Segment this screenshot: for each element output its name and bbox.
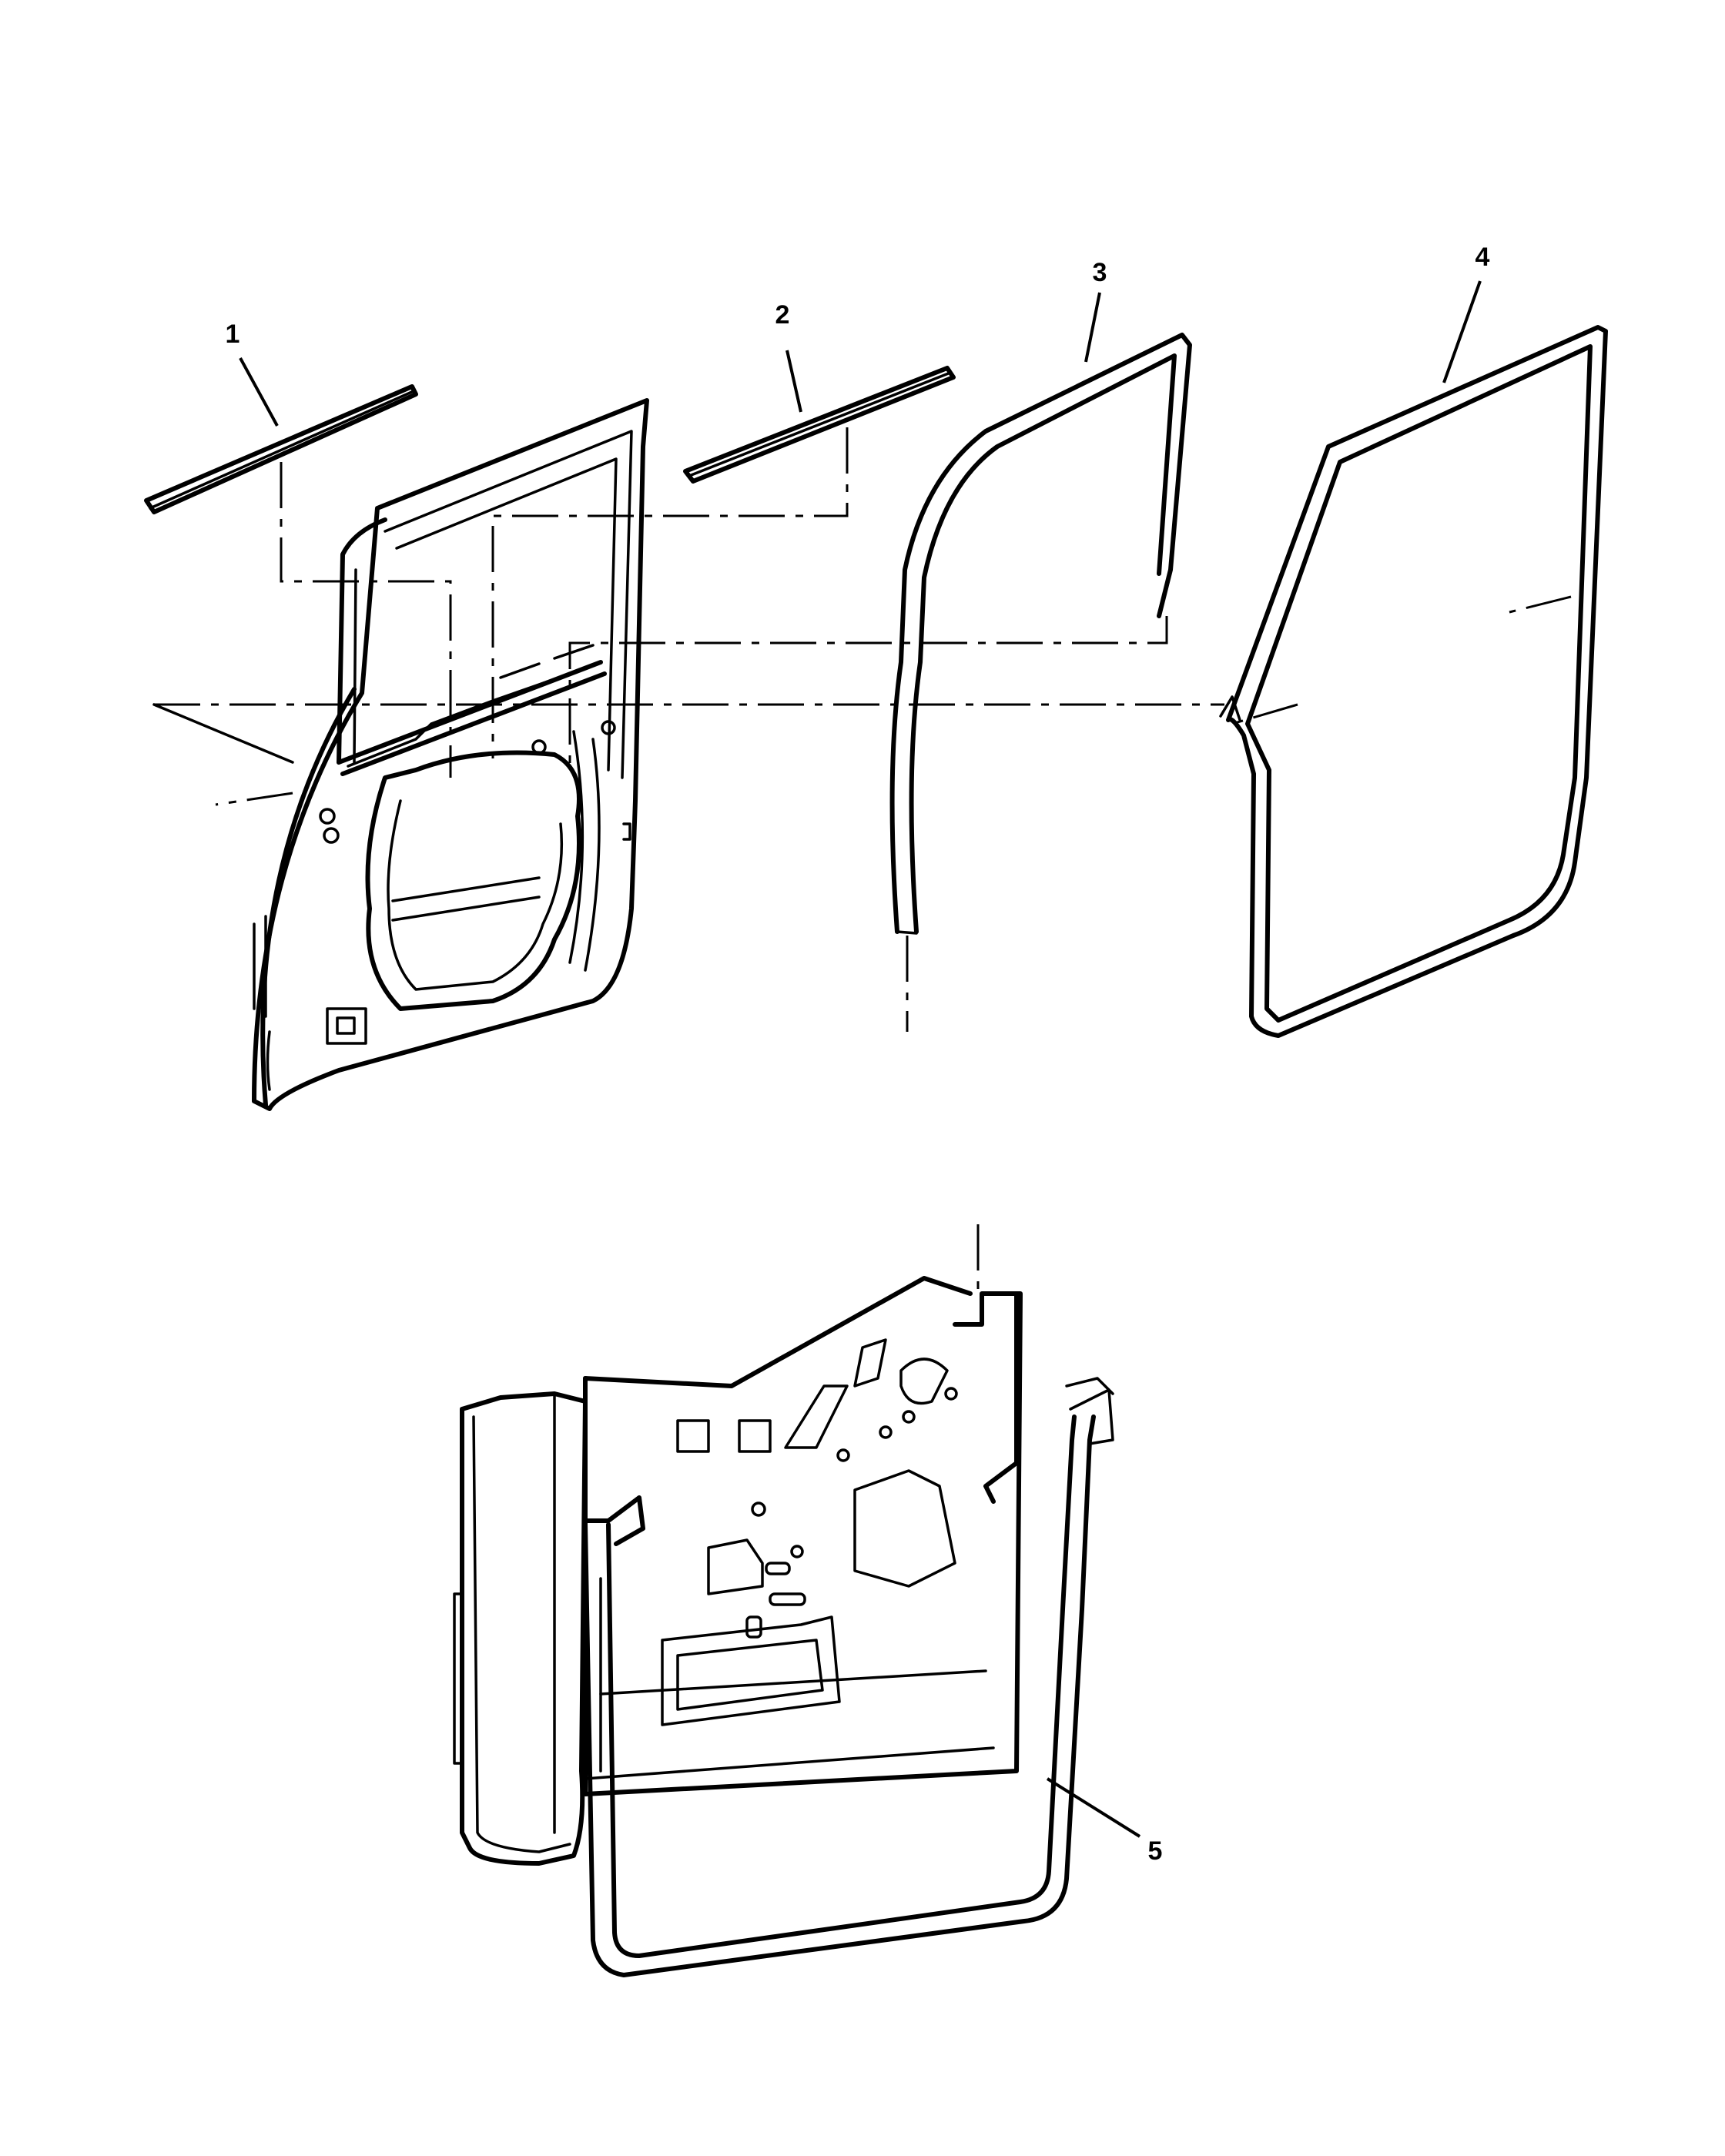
reference-lines — [152, 427, 1572, 1294]
callout-labels: 1 2 3 4 5 — [226, 243, 1490, 1866]
door-shell — [252, 398, 649, 1111]
callout-leaders — [239, 280, 1482, 1838]
part-1-belt-weatherstrip — [144, 384, 418, 514]
callout-3: 3 — [1093, 258, 1107, 287]
part-4-door-opening-seal — [1226, 325, 1608, 1038]
callout-2: 2 — [775, 300, 790, 330]
door-trim-panel — [583, 1276, 1023, 1796]
callout-5: 5 — [1148, 1836, 1163, 1866]
callout-1: 1 — [226, 320, 240, 349]
part-4-clip — [1219, 695, 1241, 721]
part-2-belt-weatherstrip — [683, 366, 956, 484]
callout-4: 4 — [1475, 243, 1490, 272]
door-trim-side-piece — [453, 1391, 588, 1866]
part-3-glass-run-channel — [889, 333, 1192, 935]
part-5-lower-door-seal — [583, 1377, 1114, 1977]
